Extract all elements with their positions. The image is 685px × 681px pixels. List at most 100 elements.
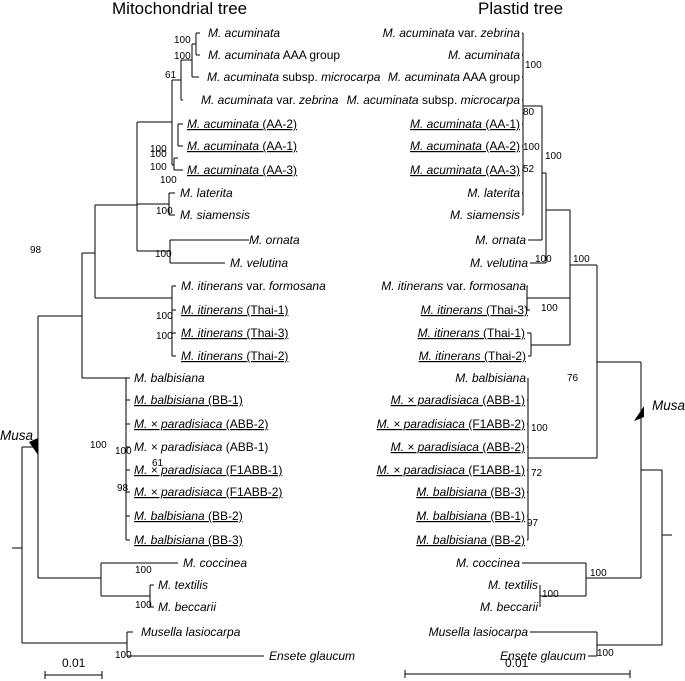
mito-taxon-label: M. itinerans var. formosana [181,279,326,293]
bootstrap-value: 100 [150,144,167,155]
taxon-suffix: (F1ABB-2) [222,485,282,499]
taxon-species: M. × paradisiaca [134,417,223,431]
mito-taxon-label: M. acuminata (AA-2) [187,117,297,131]
plastid-taxon-label: M. × paradisiaca (F1ABB-2) [377,417,525,431]
taxon-species: M. × paradisiaca [134,440,223,454]
mito-taxon-label: M. acuminata (AA-1) [187,139,297,153]
mito-taxon-label: M. × paradisiaca (F1ABB-2) [134,485,282,499]
taxon-species: M. acuminata [347,93,419,107]
taxon-infraspecies: zebrina [298,93,339,107]
taxon-species: M. acuminata [187,139,259,153]
taxon-suffix: (BB-1) [205,393,243,407]
taxon-suffix: (BB-2) [205,509,243,523]
taxon-species: M. × paradisiaca [134,485,223,499]
taxon-species: M. velutina [230,256,288,270]
plastid-taxon-label: M. × paradisiaca (F1ABB-1) [377,463,525,477]
plastid-taxon-label: M. acuminata [448,48,520,62]
bootstrap-value: 100 [160,175,177,186]
taxon-species: M. × paradisiaca [377,417,466,431]
taxon-infraspecies: zebrina [480,26,521,40]
bootstrap-value: 100 [590,568,607,579]
taxon-species: M. balbisiana [455,371,526,385]
taxon-species: M. itinerans [181,303,243,317]
plastid-taxon-label: M. itinerans (Thai-3) [421,303,528,317]
mito-taxon-label: M. beccarii [158,600,216,614]
bootstrap-value: 100 [573,254,590,265]
musa-label-left: Musa [0,428,34,443]
bootstrap-value: 76 [567,373,579,384]
bootstrap-value: 100 [174,35,191,46]
plastid-taxon-label: M. beccarii [480,600,538,614]
taxon-species: M. acuminata [383,26,455,40]
bootstrap-value: 100 [156,206,173,217]
taxon-species: Ensete glaucum [500,649,586,663]
plastid-taxon-label: M. × paradisiaca (ABB-1) [391,393,525,407]
bootstrap-value: 72 [531,468,543,479]
taxon-suffix: (F1ABB-2) [465,417,525,431]
mito-taxon-label: M. balbisiana (BB-1) [134,393,243,407]
plastid-taxon-label: M. × paradisiaca (ABB-2) [391,440,525,454]
bootstrap-value: 100 [597,648,614,659]
mito-taxon-label: M. ornata [249,233,300,247]
taxon-species: M. balbisiana [134,533,205,547]
plastid-taxon-label: M. acuminata var. zebrina [383,26,521,40]
mitochondrial-tree-branches [12,32,264,657]
mito-taxon-label: M. balbisiana (BB-2) [134,509,243,523]
taxon-suffix: (AA-1) [259,139,297,153]
taxon-species: M. balbisiana [416,533,487,547]
bootstrap-value: 100 [135,600,152,611]
bootstrap-value: 100 [155,249,172,260]
taxon-species: M. itinerans [181,349,243,363]
taxon-species: M. ornata [249,233,300,247]
taxon-species: M. itinerans [381,279,443,293]
plastid-taxon-label: M. balbisiana (BB-2) [416,533,525,547]
plastid-taxon-label: M. ornata [475,233,526,247]
taxon-species: M. balbisiana [134,393,205,407]
plastid-taxon-label: M. itinerans (Thai-1) [418,326,525,340]
taxon-species: M. siamensis [180,208,250,222]
mito-taxon-label: M. × paradisiaca (ABB-1) [134,440,268,454]
plastid-tree-branches [522,32,672,657]
taxon-infraspecies: microcarpa [321,70,381,84]
bootstrap-value: 100 [535,254,552,265]
mito-taxon-label: M. balbisiana (BB-3) [134,533,243,547]
taxon-species: M. × paradisiaca [391,440,480,454]
plastid-taxon-label: M. acuminata AAA group [388,70,520,84]
taxon-species: M. itinerans [421,303,483,317]
mito-taxon-label: M. balbisiana [134,371,205,385]
taxon-suffix: var. [455,26,481,40]
taxon-species: M. acuminata [410,163,482,177]
bootstrap-value: 100 [150,162,167,173]
scale-bar-left-label: 0.01 [62,656,86,670]
mito-taxon-label: M. laterita [180,186,233,200]
taxon-species: M. itinerans [418,326,480,340]
mitochondrial-tree-title: Mitochondrial tree [112,0,247,18]
mito-taxon-label: M. itinerans (Thai-1) [181,303,288,317]
mito-taxon-label: Ensete glaucum [269,649,355,663]
taxon-species: M. beccarii [480,600,538,614]
taxon-species: Musella lasiocarpa [429,625,529,639]
taxon-species: M. acuminata [448,48,520,62]
musa-label-right: Musa [652,398,685,413]
bootstrap-value: 100 [115,650,132,661]
taxon-suffix: (Thai-1) [480,326,525,340]
taxon-suffix: (ABB-1) [479,393,525,407]
mito-taxon-label: Musella lasiocarpa [141,625,241,639]
musa-arrow-right-icon [634,406,644,421]
taxon-suffix: subsp. [279,70,321,84]
bootstrap-value: 100 [541,303,558,314]
taxon-species: M. ornata [475,233,526,247]
taxon-infraspecies: formosana [469,279,526,293]
taxon-species: M. balbisiana [416,485,487,499]
taxon-suffix: (BB-3) [205,533,243,547]
plastid-taxon-label: M. siamensis [450,208,520,222]
taxon-species: M. acuminata [410,139,482,153]
taxon-suffix: (F1ABB-1) [222,463,282,477]
plastid-taxon-label: Ensete glaucum [500,649,586,663]
taxon-species: M. acuminata [208,26,280,40]
taxon-suffix: (AA-2) [259,117,297,131]
bootstrap-value: 100 [545,151,562,162]
scale-bar-left: 0.01 [44,656,103,679]
plastid-taxon-label: M. acuminata (AA-3) [410,163,520,177]
